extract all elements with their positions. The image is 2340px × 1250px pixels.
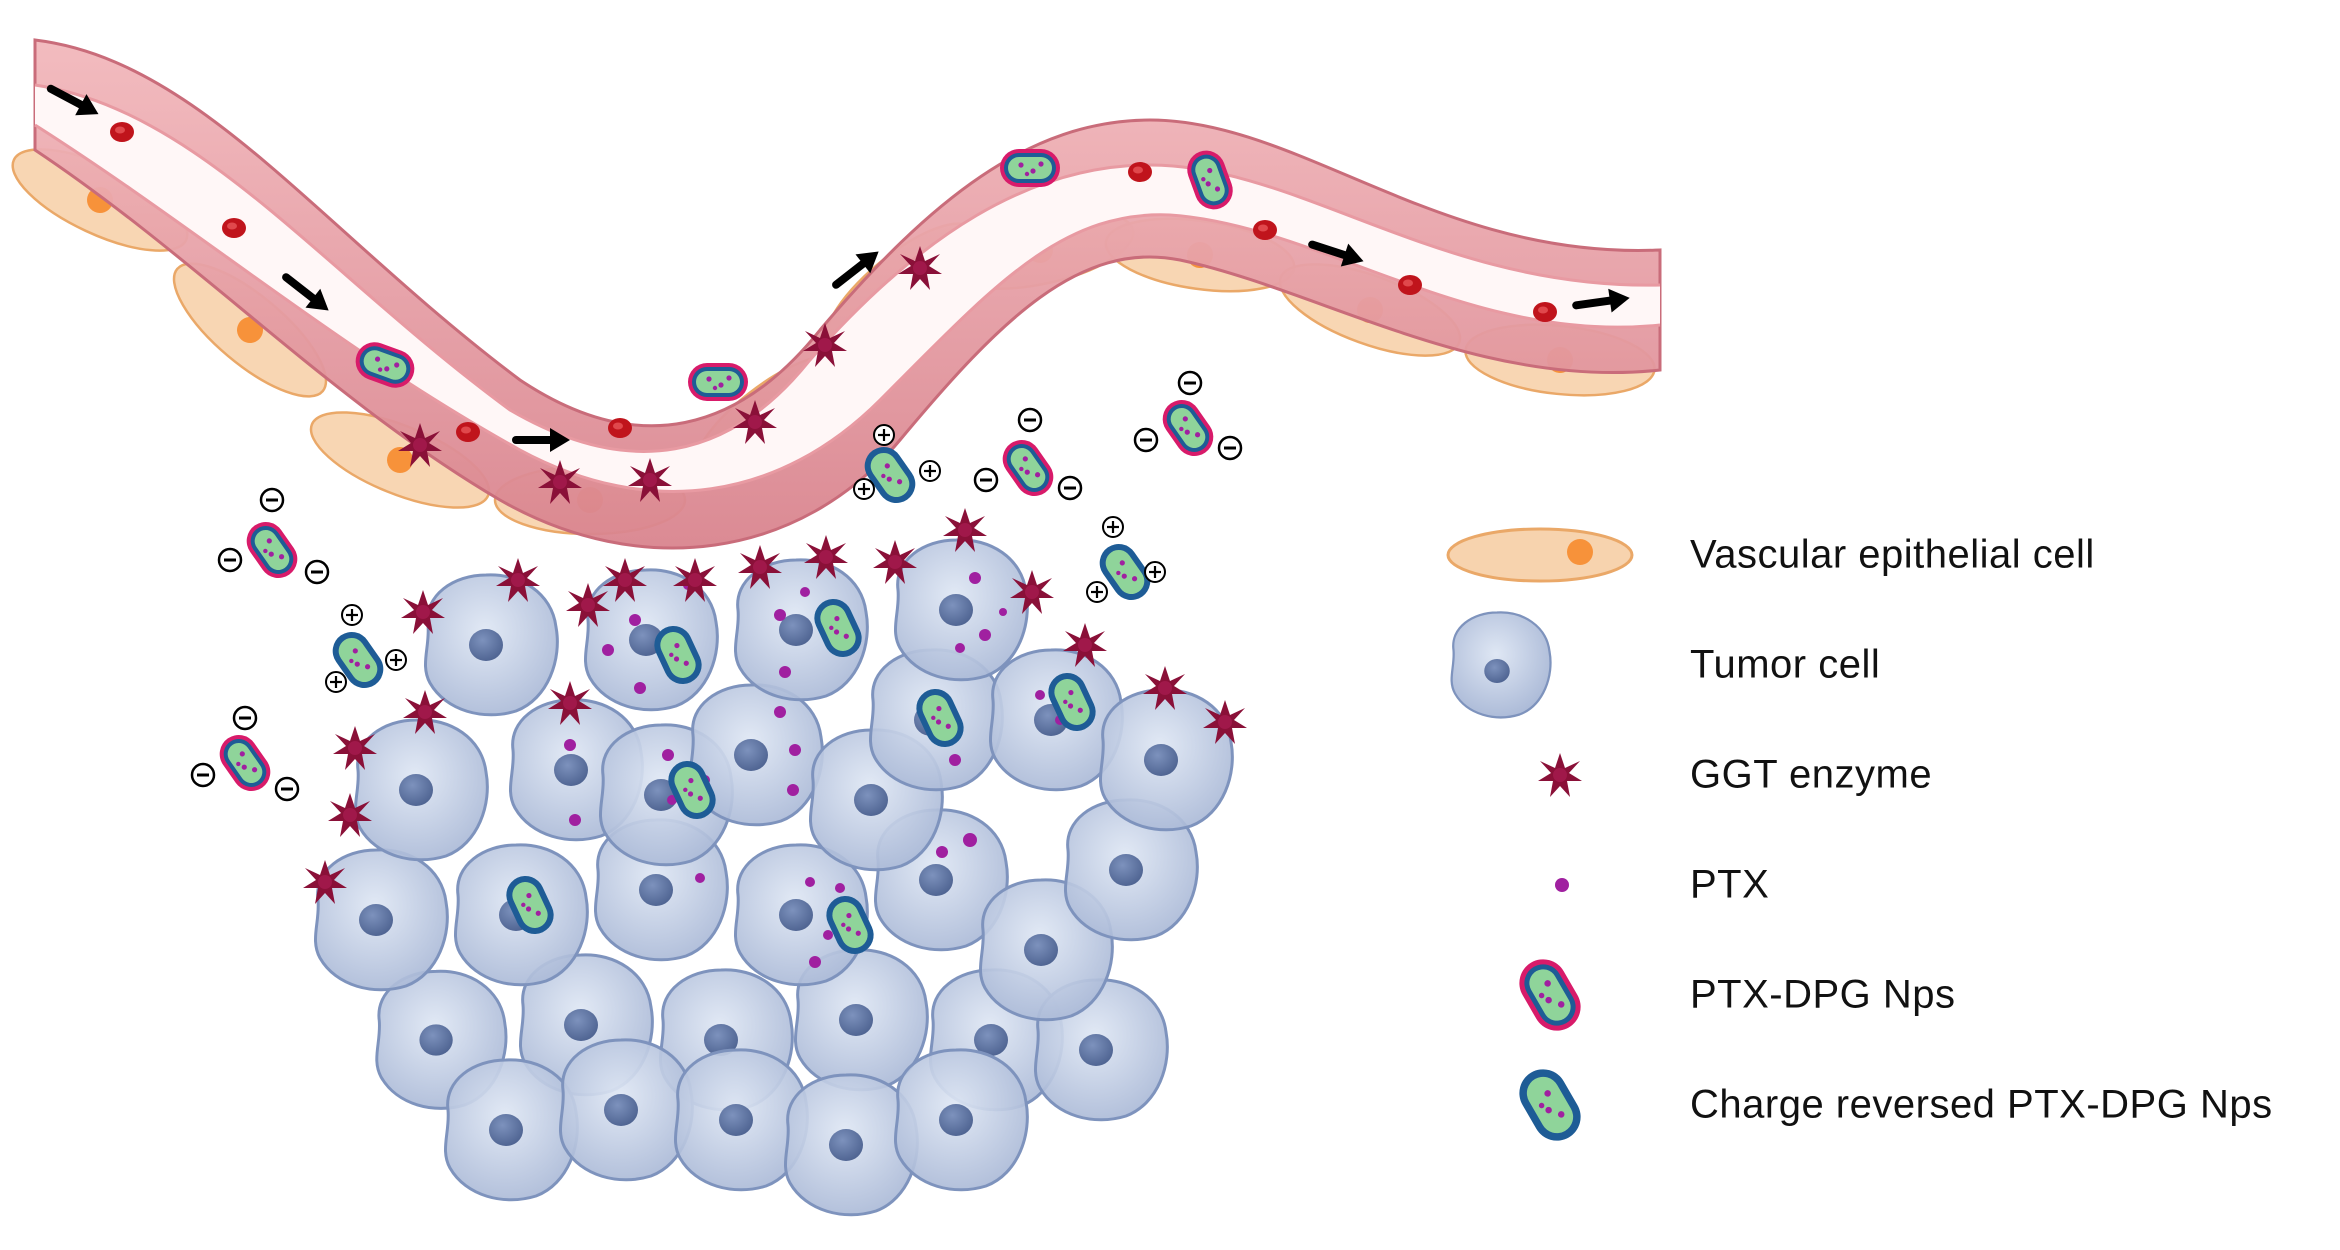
tumor-cell [1098,688,1234,832]
legend-label: Charge reversed PTX-DPG Nps [1690,1082,2273,1127]
red-blood-cell [1533,302,1557,322]
red-blood-cell [222,218,246,238]
red-blood-cell [1253,220,1277,240]
minus-charge-icon [259,487,285,513]
tumor-cell [423,573,559,717]
negative-np-cluster [973,407,1083,504]
minus-charge-icon [1217,435,1243,461]
legend: Vascular epithelial cell Tumor cell GGT … [1440,500,2320,1160]
plus-charge-icon [852,477,876,501]
tumor-cell [893,538,1029,682]
tumor-cell [443,1058,579,1202]
tumor-cell [353,718,489,862]
plus-charge-icon [340,603,364,627]
legend-item-ggt: GGT enzyme [1440,720,2320,830]
red-blood-cell [608,418,632,438]
minus-charge-icon [190,762,216,788]
plus-charge-icon [324,670,348,694]
ptx-dpg-np-icon [1519,959,1581,1031]
legend-item-tumor-cell: Tumor cell [1440,610,2320,720]
legend-label: Vascular epithelial cell [1690,532,2095,577]
negative-np-cluster [217,487,330,586]
plus-charge-icon [1085,580,1109,604]
charge-reversed-np-icon [1519,1069,1581,1141]
tumor-cell [893,1048,1029,1192]
tumor-tissue [303,508,1247,1217]
legend-label: PTX-DPG Nps [1690,972,1956,1017]
ptx-dots [564,572,1065,968]
positive-np-cluster [1085,515,1167,608]
tumor-cell-icon [1450,611,1552,719]
red-blood-cell [1128,162,1152,182]
blood-vessel [0,38,1662,550]
minus-charge-icon [304,559,330,585]
ggt-enzyme-icon [1538,753,1582,797]
red-blood-cell [456,422,480,442]
minus-charge-icon [1057,475,1083,501]
lumen-edge [34,123,1661,493]
vessel-wall [33,38,1662,550]
legend-label: PTX [1690,862,1770,907]
red-blood-cell [110,122,134,142]
tumor-cell [313,848,449,992]
vascular-epithelial-cell-icon [1446,527,1634,583]
lumen-edge [34,83,1661,453]
plus-charge-icon [1143,560,1167,584]
vessel-lumen [35,85,1660,492]
minus-charge-icon [217,547,243,573]
minus-charge-icon [1177,370,1203,396]
ptx-dot-icon [1555,878,1569,892]
legend-label: GGT enzyme [1690,752,1933,797]
negative-np-cluster [1133,370,1243,464]
tumor-cell [558,1038,694,1182]
positive-np-cluster [324,603,408,696]
minus-charge-icon [274,776,300,802]
minus-charge-icon [232,705,258,731]
minus-charge-icon [973,467,999,493]
ptx-dpg-np [1000,149,1060,187]
legend-item-vascular-cell: Vascular epithelial cell [1440,500,2320,610]
legend-item-charged-nps: Charge reversed PTX-DPG Nps [1440,1050,2320,1160]
plus-charge-icon [384,648,408,672]
plus-charge-icon [872,423,896,447]
minus-charge-icon [1017,407,1043,433]
plus-charge-icon [918,459,942,483]
plus-charge-icon [1101,515,1125,539]
legend-item-nps: PTX-DPG Nps [1440,940,2320,1050]
ptx-dpg-np [688,363,748,401]
legend-label: Tumor cell [1690,642,1881,687]
negative-np-cluster [190,705,300,802]
legend-item-ptx: PTX [1440,830,2320,940]
red-blood-cell [1398,275,1422,295]
minus-charge-icon [1133,427,1159,453]
